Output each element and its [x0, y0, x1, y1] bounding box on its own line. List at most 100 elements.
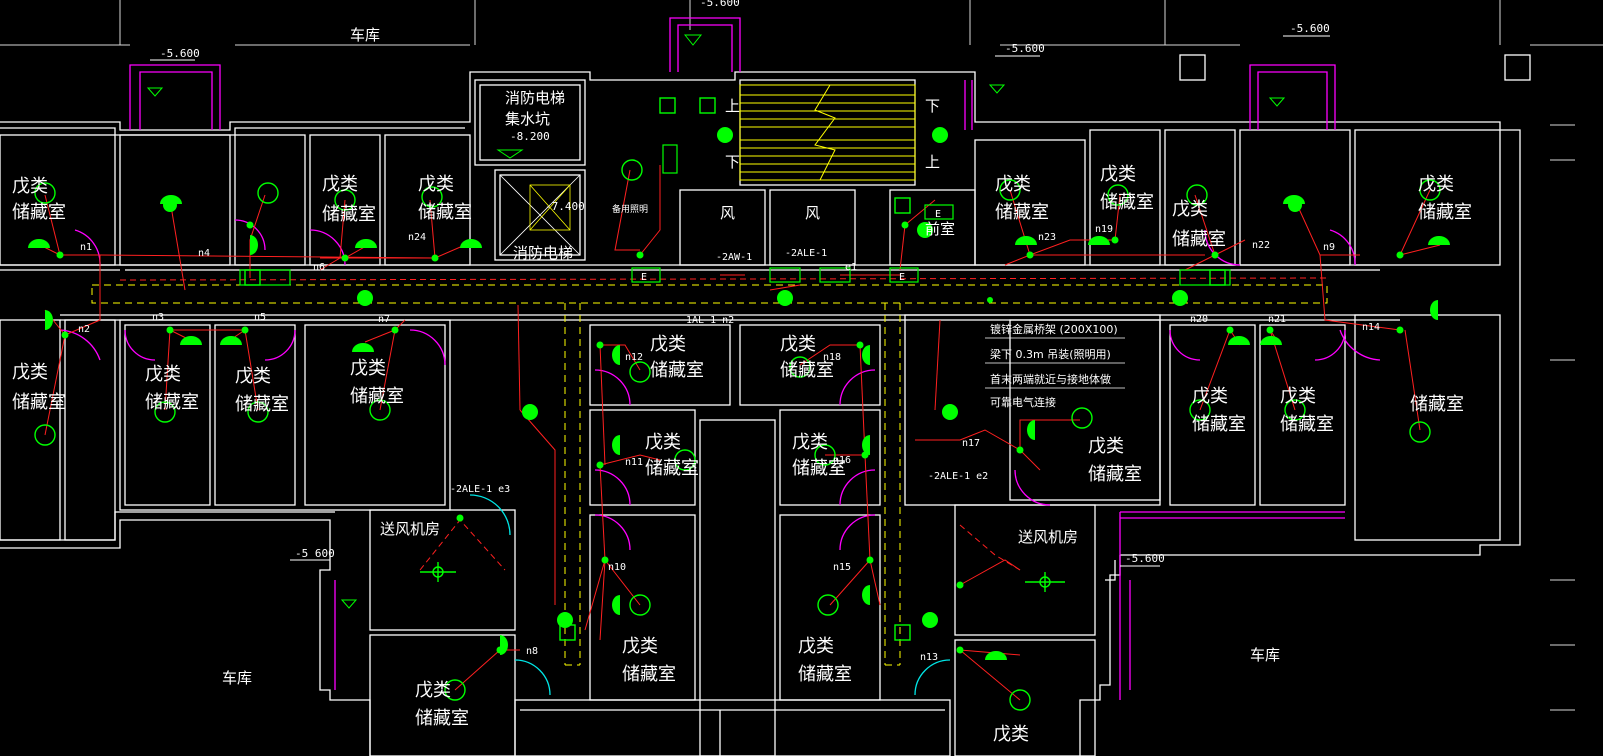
- circuit-n22: n22: [1252, 240, 1270, 251]
- elevation-marker-6: -5.600: [1125, 552, 1165, 565]
- storage-type-5: 戊类: [145, 364, 181, 385]
- cable-tray: [91, 284, 1328, 666]
- storage-type-8: 戊类: [650, 334, 686, 355]
- elevation-markers: -5.600 -5.600 -5.600 -5.600 -5 600 -5.60…: [146, 0, 1330, 609]
- storage-type-2: 戊类: [322, 174, 358, 195]
- circuit-n13: n13: [920, 652, 938, 663]
- light-fixtures: E E E: [28, 97, 1450, 711]
- elevation-marker-5: -5 600: [295, 547, 335, 560]
- garage-left-label: 车库: [222, 669, 252, 687]
- storage-room-14: 储藏室: [415, 708, 469, 729]
- storage-type-1: 戊类: [12, 176, 48, 197]
- cable-tray-note: 镀锌金属桥架 (200X100) 梁下 0.3m 吊装(照明用) 首末两端就近与…: [985, 322, 1125, 409]
- elevator-pit-label-2: 集水坑: [505, 110, 550, 128]
- circuit-n9: n9: [1323, 242, 1335, 253]
- circuit-n7: n7: [378, 314, 390, 325]
- note-line-2: 梁下 0.3m 吊装(照明用): [990, 347, 1111, 361]
- circuit-n11: n11: [625, 457, 643, 468]
- stair-up-label: 上: [725, 97, 740, 115]
- elevator-pit-label-1: 消防电梯: [505, 89, 565, 107]
- storage-room-2: 储藏室: [322, 204, 376, 225]
- circuit-n1: n1: [80, 242, 92, 253]
- duct-label-b: 风: [805, 204, 820, 222]
- storage-type-23: 戊类: [993, 724, 1029, 745]
- garage-right-label: 车库: [1250, 646, 1280, 664]
- grid-lines: [0, 0, 1603, 711]
- storage-room-9: 储藏室: [780, 360, 834, 381]
- stair-up-label-2: 上: [925, 153, 940, 171]
- panel-2ale-1-e2: -2ALE-1 e2: [928, 471, 988, 482]
- storage-room-20: 储藏室: [1280, 414, 1334, 435]
- circuit-n18: n18: [823, 352, 841, 363]
- panel-2ale-1-e3: -2ALE-1 e3: [450, 484, 510, 495]
- circuit-n16: n16: [833, 455, 851, 466]
- elevation-marker-2: -5.600: [1005, 42, 1045, 55]
- panel-2ale-1: -2ALE-1: [785, 248, 827, 259]
- storage-type-12: 戊类: [622, 636, 658, 657]
- storage-type-18: 戊类: [1418, 174, 1454, 195]
- circuit-n19: n19: [1095, 224, 1113, 235]
- front-room-label: 前室: [925, 220, 955, 238]
- storage-room-10: 储藏室: [645, 458, 699, 479]
- storage-room-22: 储藏室: [1088, 464, 1142, 485]
- circuit-n6: n6: [313, 262, 325, 273]
- supply-fan-room-left: 送风机房: [380, 520, 440, 538]
- storage-room-21: 储藏室: [1410, 394, 1464, 415]
- panel-e1: e1: [845, 262, 857, 273]
- elevator-elevation: -7.400: [545, 200, 585, 213]
- storage-room-12: 储藏室: [622, 664, 676, 685]
- storage-type-16: 戊类: [1100, 164, 1136, 185]
- storage-type-20: 戊类: [1280, 386, 1316, 407]
- circuit-n20: n20: [1190, 314, 1208, 325]
- magenta-shafts: [59, 17, 1381, 700]
- note-line-4: 可靠电气连接: [990, 395, 1056, 409]
- storage-type-3: 戊类: [418, 174, 454, 195]
- elevation-marker-3: -5.600: [1290, 22, 1330, 35]
- elevator-shaft: [499, 174, 581, 256]
- exit-sign-e-2: E: [899, 272, 905, 283]
- panel-1al-1-n2: -1AL-1 n2: [680, 315, 734, 326]
- panel-2aw-1: -2AW-1: [716, 252, 752, 263]
- storage-type-7: 戊类: [350, 358, 386, 379]
- fire-elevator-label: 消防电梯: [513, 244, 573, 262]
- storage-type-14: 戊类: [415, 680, 451, 701]
- storage-room-5: 储藏室: [145, 392, 199, 413]
- circuit-n4: n4: [198, 248, 210, 259]
- storage-room-19: 储藏室: [1192, 414, 1246, 435]
- storage-room-15: 储藏室: [995, 202, 1049, 223]
- storage-room-8: 储藏室: [650, 360, 704, 381]
- storage-type-15: 戊类: [995, 174, 1031, 195]
- circuit-n5: n5: [254, 312, 266, 323]
- elevation-marker-4: -5.600: [700, 0, 740, 9]
- storage-type-17: 戊类: [1172, 199, 1208, 220]
- storage-type-13: 戊类: [798, 636, 834, 657]
- storage-room-11: 储藏室: [792, 458, 846, 479]
- storage-type-10: 戊类: [645, 432, 681, 453]
- storage-type-9: 戊类: [780, 334, 816, 355]
- supply-fan-room-right: 送风机房: [1018, 528, 1078, 546]
- stair-down-label-2: 下: [925, 97, 940, 115]
- circuit-n24: n24: [408, 232, 426, 243]
- storage-type-22: 戊类: [1088, 436, 1124, 457]
- duct-label-a: 风: [720, 204, 735, 222]
- storage-room-13: 储藏室: [798, 664, 852, 685]
- spare-lighting-label: 备用照明: [612, 203, 648, 215]
- circuit-n15: n15: [833, 562, 851, 573]
- circuit-n8: n8: [526, 646, 538, 657]
- elevation-marker-1: -5.600: [160, 47, 200, 60]
- circuit-n12: n12: [625, 352, 643, 363]
- circuit-n17: n17: [962, 438, 980, 449]
- circuit-n2: n2: [78, 324, 90, 335]
- cyan-doors: [469, 494, 951, 696]
- storage-room-4: 储藏室: [12, 392, 66, 413]
- storage-type-11: 戊类: [792, 432, 828, 453]
- storage-type-4: 戊类: [12, 362, 48, 383]
- exit-sign-e-3: E: [935, 209, 941, 220]
- storage-room-7: 储藏室: [350, 386, 404, 407]
- exit-sign-e-1: E: [641, 272, 647, 283]
- elevator-pit-elevation: -8.200: [510, 130, 550, 143]
- note-line-1: 镀锌金属桥架 (200X100): [990, 322, 1118, 336]
- note-line-3: 首末两端就近与接地体做: [990, 372, 1111, 386]
- circuit-tags: n1 n2 n3 n4 n5 n6 n7 n8 n9 n10 n11 n12 n…: [78, 224, 1380, 663]
